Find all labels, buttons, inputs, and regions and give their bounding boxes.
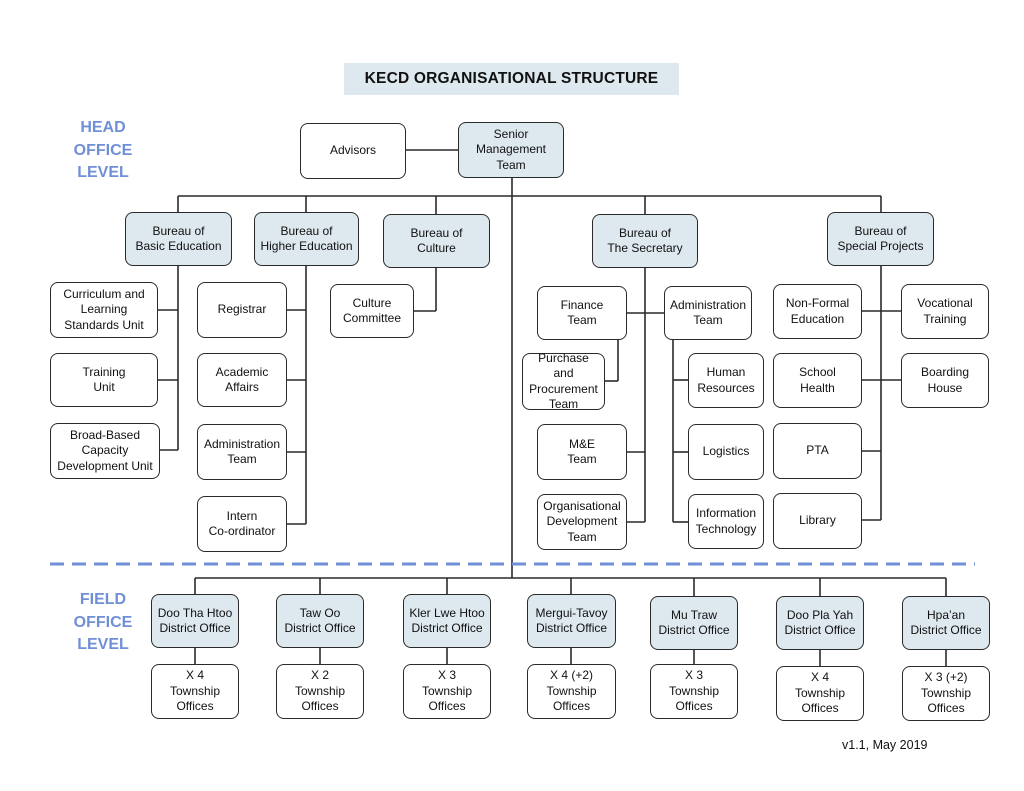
unit-academic-affairs: Academic Affairs — [197, 353, 287, 407]
district-office: Mu Traw District Office — [650, 596, 738, 650]
unit-purchase-procurement: Purchase and Procurement Team — [522, 351, 605, 411]
unit-vocational-training: Vocational Training — [901, 284, 989, 339]
district-office: Kler Lwe Htoo District Office — [403, 594, 491, 648]
unit-administration-team-secretary: Administration Team — [664, 286, 752, 340]
unit-boarding-house: Boarding House — [901, 353, 989, 408]
unit-organisational-development: Organisational Development Team — [537, 494, 627, 550]
township-offices: X 4 Township Offices — [776, 666, 864, 721]
district-office: Mergui-Tavoy District Office — [527, 594, 616, 648]
unit-non-formal-education: Non-Formal Education — [773, 284, 862, 339]
unit-administration-team: Administration Team — [197, 424, 287, 480]
unit-human-resources: Human Resources — [688, 353, 764, 408]
bureau-special-projects: Bureau of Special Projects — [827, 212, 934, 266]
unit-information-technology: Information Technology — [688, 494, 764, 549]
township-offices: X 3 (+2) Township Offices — [902, 666, 990, 721]
district-office: Hpa’an District Office — [902, 596, 990, 650]
bureau-culture: Bureau of Culture — [383, 214, 490, 268]
district-office: Doo Tha Htoo District Office — [151, 594, 239, 648]
unit-culture-committee: Culture Committee — [330, 284, 414, 338]
senior-management-box: Senior Management Team — [458, 122, 564, 178]
advisors-box: Advisors — [300, 123, 406, 179]
unit-logistics: Logistics — [688, 424, 764, 480]
unit-intern-coordinator: Intern Co-ordinator — [197, 496, 287, 552]
township-offices: X 4 Township Offices — [151, 664, 239, 719]
district-office: Doo Pla Yah District Office — [776, 596, 864, 650]
unit-curriculum: Curriculum and Learning Standards Unit — [50, 282, 158, 338]
chart-title: KECD ORGANISATIONAL STRUCTURE — [344, 63, 679, 95]
unit-library: Library — [773, 493, 862, 549]
unit-training: Training Unit — [50, 353, 158, 407]
township-offices: X 3 Township Offices — [650, 664, 738, 719]
township-offices: X 4 (+2) Township Offices — [527, 664, 616, 719]
bureau-secretary: Bureau of The Secretary — [592, 214, 698, 268]
unit-registrar: Registrar — [197, 282, 287, 338]
field-office-level-label: FIELD OFFICE LEVEL — [73, 591, 133, 653]
unit-pta: PTA — [773, 423, 862, 479]
unit-finance-team: Finance Team — [537, 286, 627, 340]
township-offices: X 2 Township Offices — [276, 664, 364, 719]
bureau-higher-education: Bureau of Higher Education — [254, 212, 359, 266]
version-label: v1.1, May 2019 — [842, 738, 928, 752]
head-office-level-label: HEAD OFFICE LEVEL — [73, 119, 133, 181]
township-offices: X 3 Township Offices — [403, 664, 491, 719]
unit-me-team: M&E Team — [537, 424, 627, 480]
unit-school-health: School Health — [773, 353, 862, 408]
district-office: Taw Oo District Office — [276, 594, 364, 648]
unit-capacity-development: Broad-Based Capacity Development Unit — [50, 423, 160, 479]
bureau-basic-education: Bureau of Basic Education — [125, 212, 232, 266]
